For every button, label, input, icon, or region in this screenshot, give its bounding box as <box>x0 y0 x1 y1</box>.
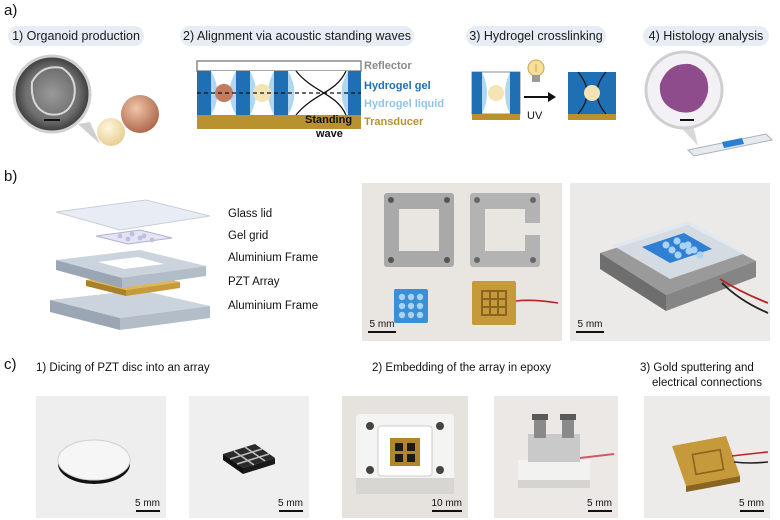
heading-dicing: 1) Dicing of PZT disc into an array <box>36 362 210 374</box>
panel-a-letter: a) <box>4 2 18 19</box>
hydrogel-liquid-label: Hydrogel liquid <box>364 98 445 110</box>
scale-label-b2: 5 mm <box>577 319 603 330</box>
scale-bar-c2: 5 mm <box>278 498 303 512</box>
hydrogel-gel-label: Hydrogel gel <box>364 80 431 92</box>
heading-gold-line1: 3) Gold sputtering and <box>640 362 754 374</box>
heading-embedding: 2) Embedding of the array in epoxy <box>372 362 551 374</box>
scale-bar-c3: 10 mm <box>431 498 462 512</box>
lightbulb-icon <box>527 59 545 82</box>
arrow-right-icon <box>524 92 556 102</box>
panel-c-letter: c) <box>4 356 17 373</box>
scale-label-b1: 5 mm <box>369 319 395 330</box>
photo-pzt-disc: 5 mm <box>36 396 166 518</box>
histology-illustration <box>644 50 774 157</box>
scale-bar-c4: 5 mm <box>587 498 612 512</box>
crosslinking-diagram <box>471 71 616 120</box>
scale-bar-c1: 5 mm <box>135 498 160 512</box>
photo-diced-array: 5 mm <box>189 396 309 518</box>
photo-disassembled-parts: 5 mm <box>362 183 562 341</box>
scale-bar-c5: 5 mm <box>739 498 764 512</box>
scale-label-c5: 5 mm <box>739 498 764 509</box>
scale-label-c2: 5 mm <box>278 498 303 509</box>
standing-wave-label-line1: Standing <box>305 114 353 126</box>
panel-b-letter: b) <box>4 168 18 185</box>
reflector-label: Reflector <box>364 60 412 72</box>
photo-assembled-device: 5 mm <box>570 183 770 341</box>
exploded-assembly-diagram <box>50 199 211 330</box>
step-3-pill: 3) Hydrogel crosslinking <box>466 26 606 46</box>
step-1-pill: 1) Organoid production <box>8 26 144 46</box>
scale-bar-b2: 5 mm <box>576 319 604 333</box>
standing-wave-label-line2: wave <box>316 128 343 140</box>
scale-label-c1: 5 mm <box>135 498 160 509</box>
scale-label-c4: 5 mm <box>587 498 612 509</box>
part-gel-grid: Gel grid <box>228 230 269 242</box>
step-4-pill: 4) Histology analysis <box>643 26 769 46</box>
scale-bar-b1: 5 mm <box>368 319 396 333</box>
photo-epoxy-mold: 10 mm <box>342 396 468 518</box>
part-glass-lid: Glass lid <box>228 208 273 220</box>
organoid-production-illustration <box>12 54 159 146</box>
photo-gold-sputtered-array: 5 mm <box>644 396 770 518</box>
part-pzt-array: PZT Array <box>228 276 280 288</box>
step-2-pill: 2) Alignment via acoustic standing waves <box>180 26 414 46</box>
scale-label-c3: 10 mm <box>431 498 462 509</box>
uv-label: UV <box>527 110 543 122</box>
transducer-label: Transducer <box>364 116 424 128</box>
part-aluminium-frame-bottom: Aluminium Frame <box>228 300 319 312</box>
acoustic-chamber-diagram <box>196 60 362 129</box>
heading-gold-line2: electrical connections <box>652 377 762 389</box>
part-aluminium-frame-top: Aluminium Frame <box>228 252 319 264</box>
photo-clamped-mold: 5 mm <box>494 396 618 518</box>
